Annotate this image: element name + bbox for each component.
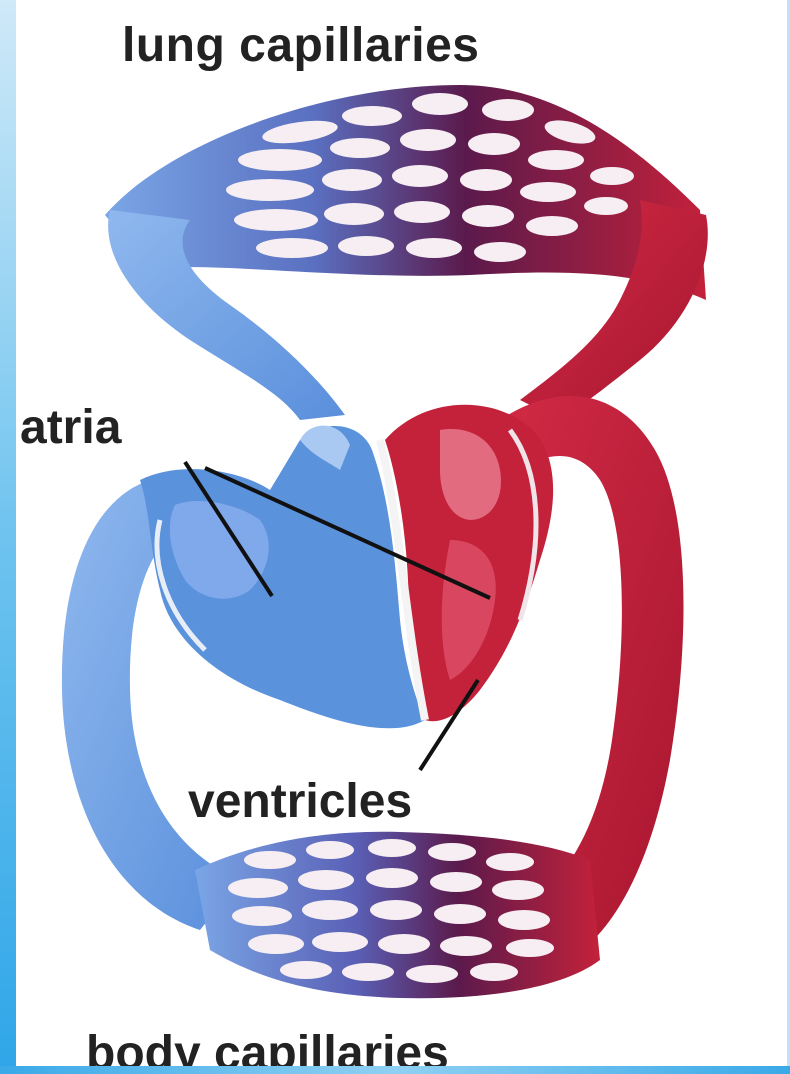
body-capillary-bed xyxy=(195,832,600,998)
atria-label: atria xyxy=(20,404,121,452)
heart-right-side xyxy=(140,426,425,729)
ventricles-label: ventricles xyxy=(188,778,412,826)
bottom-border-strip xyxy=(0,1066,790,1074)
lung-capillary-bed xyxy=(105,85,706,300)
lung-capillaries-label: lung capillaries xyxy=(122,22,479,70)
